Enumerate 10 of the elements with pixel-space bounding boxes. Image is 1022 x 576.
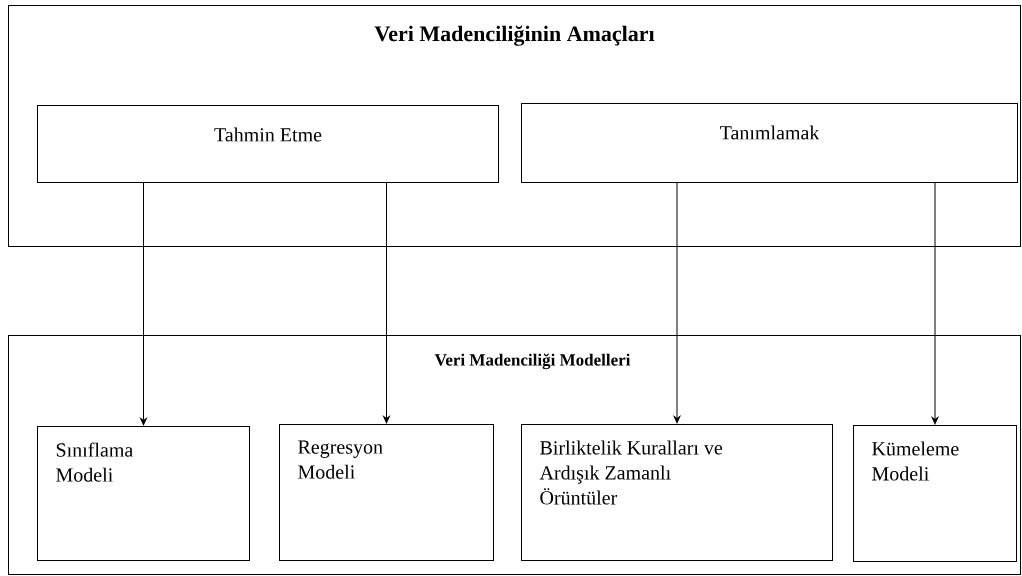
arrow	[140, 182, 147, 426]
model-box: Birliktelik Kuralları ve Ardışık Zamanlı Örüntüler	[521, 424, 833, 561]
goal-box: Tanımlamak	[521, 103, 1018, 183]
arrow	[673, 182, 681, 424]
arrow	[931, 182, 939, 425]
model-box: Sınıflama Modeli	[37, 426, 250, 561]
model-box: Kümeleme Modeli	[853, 425, 1017, 562]
arrow	[383, 182, 390, 424]
goal-box: Tahmin Etme	[37, 105, 499, 183]
model-box: Regresyon Modeli	[279, 424, 494, 561]
